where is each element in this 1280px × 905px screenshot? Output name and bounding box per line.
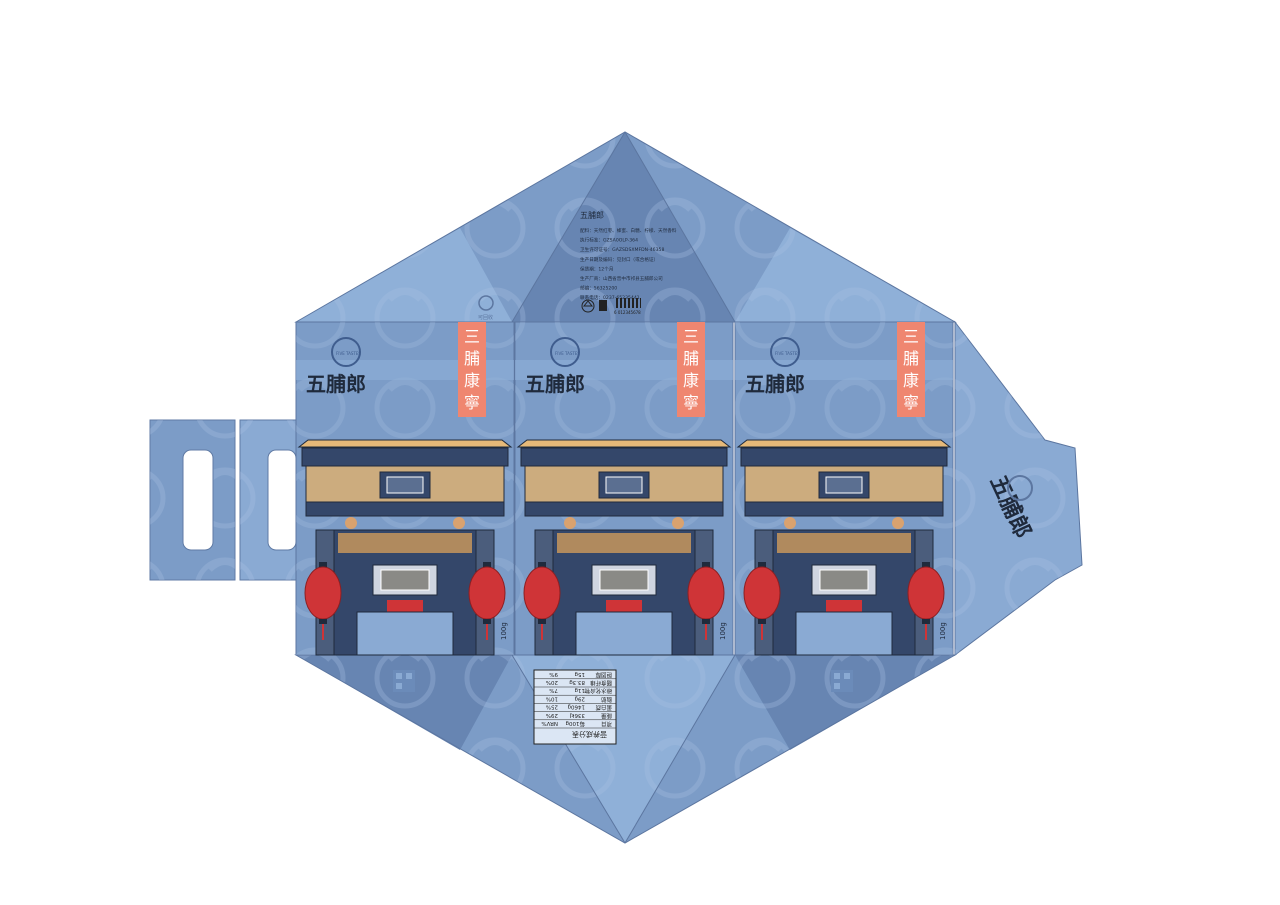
badge-text: FIVE TASTES bbox=[336, 351, 361, 356]
nutrition-cell: 蛋白质 bbox=[595, 704, 612, 712]
lantern-left-icon bbox=[743, 562, 781, 640]
top-flaps bbox=[294, 131, 957, 323]
bottom-flaps bbox=[294, 654, 957, 844]
lantern-right-icon bbox=[468, 562, 506, 640]
recycle-mark: 可回收 bbox=[478, 295, 494, 321]
qr-code-right bbox=[831, 670, 853, 692]
gate-building-illustration bbox=[297, 439, 513, 656]
handle-flap-outer bbox=[149, 419, 236, 581]
tagline-char: 寧 bbox=[903, 393, 919, 412]
weight-label: 100g bbox=[719, 622, 727, 640]
nutrition-header-cell: 每100g bbox=[566, 720, 586, 728]
badge-text: FIVE TASTES bbox=[775, 351, 800, 356]
nutrition-cell: 膳食纤维 bbox=[589, 679, 612, 687]
info-line: 保质期：12个月 bbox=[580, 265, 613, 272]
weight-label: 100g bbox=[500, 622, 508, 640]
nutrition-cell: 能量 bbox=[600, 712, 612, 720]
nutrition-cell: 20% bbox=[546, 679, 558, 685]
tagline-char: 三 bbox=[683, 327, 699, 346]
nutrition-header-cell: 项目 bbox=[601, 720, 612, 727]
info-line: 卫生许可证号：GAZSDSXMFDN-46358 bbox=[580, 246, 664, 253]
info-line: 邮编：56325200 bbox=[580, 285, 617, 292]
nutrition-title: 营养成分表 bbox=[572, 730, 607, 739]
side-badge-icon bbox=[1007, 475, 1033, 501]
gate-building-illustration bbox=[516, 439, 732, 656]
side-panel-right: 五脯郎 bbox=[954, 320, 1083, 656]
tagline-char: 脯 bbox=[903, 349, 919, 368]
nutrition-facts-table: 营养成分表 项目 每100g NRV% 能量 336kJ 29% 蛋白质 1460g 25% 脂肪… bbox=[533, 669, 617, 745]
nutrition-cell: 11g bbox=[575, 687, 586, 693]
nutrition-header-cell: NRV% bbox=[541, 720, 558, 726]
tagline-char: 三 bbox=[903, 327, 919, 346]
lantern-right-icon bbox=[907, 562, 945, 640]
nutrition-cell: 83.3g bbox=[569, 679, 585, 685]
handle-flap-inner bbox=[239, 419, 297, 581]
tagline-char: 寧 bbox=[683, 393, 699, 412]
nutrition-cell: 1460g bbox=[568, 704, 586, 710]
nutrition-cell: 336kJ bbox=[569, 712, 585, 718]
nutrition-cell: 15g bbox=[575, 671, 586, 677]
info-line: 生产厂商：山西省晋中市祁县五脯郎公司 bbox=[580, 275, 663, 282]
logo-text: 五脯郎 bbox=[525, 372, 585, 396]
gate-building-illustration bbox=[736, 439, 952, 656]
nutrition-cell: 9% bbox=[549, 671, 558, 677]
info-line: 生产日期及编码：见封口（或合格证） bbox=[580, 256, 658, 263]
tagline-char: 脯 bbox=[464, 349, 480, 368]
tagline-char: 康 bbox=[683, 371, 699, 390]
weight-label: 100g bbox=[939, 622, 947, 640]
qr-code-left bbox=[393, 670, 415, 692]
nutrition-cell: 脂肪 bbox=[600, 695, 612, 703]
nutrition-cell: 7% bbox=[549, 687, 558, 693]
logo-text: 五脯郎 bbox=[745, 372, 805, 396]
info-line: 联系电话：0237-65235441 bbox=[580, 294, 640, 301]
tagline-char: 脯 bbox=[683, 349, 699, 368]
badge-text: FIVE TASTES bbox=[555, 351, 580, 356]
lantern-left-icon bbox=[523, 562, 561, 640]
barcode bbox=[615, 298, 641, 308]
nutrition-cell: 29% bbox=[546, 712, 558, 718]
trash-bin-icon bbox=[599, 300, 607, 311]
barcode-number: 6 012345678 bbox=[614, 310, 641, 315]
info-product-name: 五脯郎 bbox=[580, 210, 604, 220]
lantern-left-icon bbox=[304, 562, 342, 640]
ingredient-info-block: 五脯郎 配料：天然红枣、蜂蜜、白糖、柠檬、天然香料执行标准：GZSA0OLP-3… bbox=[580, 210, 677, 315]
logo-text: 五脯郎 bbox=[306, 372, 366, 396]
round-badge-icon: FIVE TASTES bbox=[770, 337, 800, 367]
nutrition-cell: 碳水化合物 bbox=[584, 687, 612, 695]
nutrition-cell: 29g bbox=[575, 695, 586, 701]
round-badge-icon: FIVE TASTES bbox=[331, 337, 361, 367]
tagline-char: 三 bbox=[464, 327, 480, 346]
info-line: 配料：天然红枣、蜂蜜、白糖、柠檬、天然香料 bbox=[580, 227, 677, 234]
svg-text:可回收: 可回收 bbox=[478, 314, 493, 321]
round-badge-icon: FIVE TASTES bbox=[550, 337, 580, 367]
tagline-char: 寧 bbox=[464, 393, 480, 412]
recycle-icon bbox=[581, 299, 595, 313]
info-line: 执行标准：GZSA0OLP-364 bbox=[580, 237, 638, 244]
tagline-char: 康 bbox=[464, 371, 480, 390]
lantern-right-icon bbox=[687, 562, 725, 640]
nutrition-cell: 10% bbox=[546, 695, 558, 701]
nutrition-cell: 25% bbox=[546, 704, 558, 710]
nutrition-cell: 胆固醇 bbox=[595, 671, 612, 679]
tagline-char: 康 bbox=[903, 371, 919, 390]
